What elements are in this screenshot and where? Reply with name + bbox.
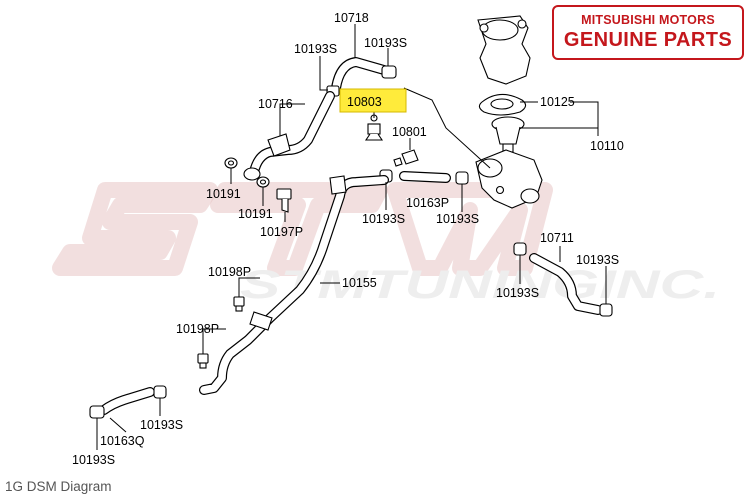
thermostat-housing — [477, 15, 531, 85]
label-10163q: 10163Q — [100, 434, 145, 448]
clamp-10193s-hose-right — [455, 171, 469, 185]
leader-lines — [96, 24, 607, 450]
badge-brand: MITSUBISHI MOTORS — [581, 13, 715, 27]
label-10191-a: 10191 — [206, 187, 241, 201]
highlight-10803 — [339, 88, 407, 113]
bolt-10198p-a — [233, 296, 245, 312]
label-10193s-e: 10193S — [576, 253, 619, 267]
clamp-10193s-lower-right — [153, 385, 167, 399]
label-10193s-f: 10193S — [496, 286, 539, 300]
pipe-10155 — [199, 175, 389, 395]
label-10193s-a: 10193S — [294, 42, 337, 56]
thermostat — [491, 116, 525, 153]
label-10803: 10803 — [347, 95, 382, 109]
label-10193s-b: 10193S — [364, 36, 407, 50]
clamp-10193s-upper-right — [381, 65, 397, 79]
label-10193s-g: 10193S — [140, 418, 183, 432]
watermark: STMTUNINGINC. — [52, 182, 720, 307]
label-10711: 10711 — [540, 231, 574, 245]
hose-10163q — [99, 387, 155, 415]
hose-10718 — [331, 57, 389, 93]
genuine-parts-badge: MITSUBISHI MOTORS GENUINE PARTS — [552, 5, 744, 60]
diagram-caption: 1G DSM Diagram — [5, 479, 112, 494]
fitting-10801 — [393, 149, 419, 167]
sensor-10803 — [364, 114, 384, 141]
clamp-10193s-lower-left — [89, 405, 105, 419]
pipe-10716 — [243, 91, 335, 181]
bolt-10197p — [276, 188, 292, 213]
clamp-10193s-right-lower — [599, 303, 613, 317]
label-10193s-c: 10193S — [362, 212, 405, 226]
label-10197p: 10197P — [260, 225, 303, 239]
label-10716: 10716 — [258, 97, 293, 111]
label-10198p-b: 10198P — [176, 322, 219, 336]
part-labels: 10718 10193S 10193S 10803 10716 10801 10… — [72, 11, 624, 467]
watermark-text: STMTUNINGINC. — [240, 263, 720, 307]
washer-10191-b — [256, 176, 270, 188]
label-10191-b: 10191 — [238, 207, 273, 221]
label-10198p-a: 10198P — [208, 265, 251, 279]
badge-title: GENUINE PARTS — [563, 29, 733, 51]
label-10155: 10155 — [342, 276, 377, 290]
hose-10711 — [529, 253, 603, 315]
label-10193s-d: 10193S — [436, 212, 479, 226]
water-inlet-fitting — [475, 149, 543, 209]
label-10801: 10801 — [392, 125, 427, 139]
label-10193s-h: 10193S — [72, 453, 115, 467]
label-10110: 10110 — [590, 139, 624, 153]
bolt-10198p-b — [197, 353, 209, 369]
clamp-10193s-right-upper — [513, 242, 527, 256]
hose-10163p — [399, 171, 451, 183]
label-10125: 10125 — [540, 95, 575, 109]
label-10718: 10718 — [334, 11, 369, 25]
washer-10191-a — [224, 157, 238, 169]
thermostat-gasket — [478, 93, 527, 116]
label-10163p: 10163P — [406, 196, 449, 210]
